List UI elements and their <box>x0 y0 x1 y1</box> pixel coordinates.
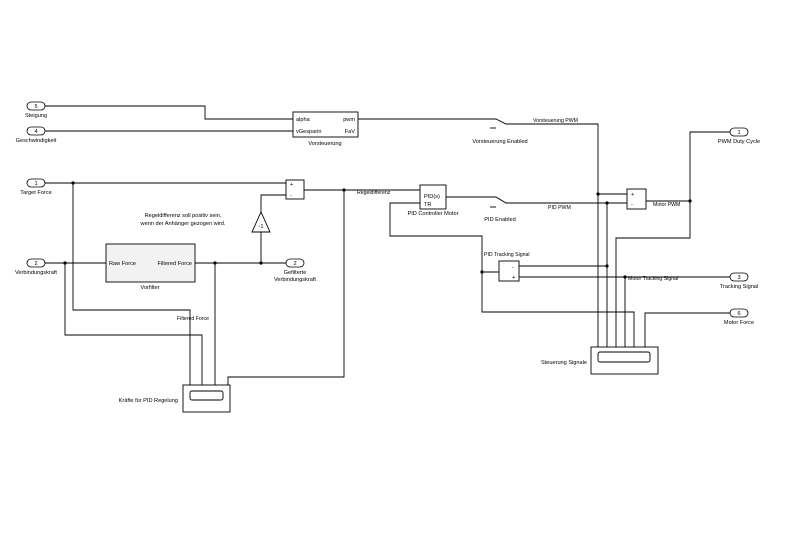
svg-text:Kräfte für PID Regelung: Kräfte für PID Regelung <box>119 398 178 404</box>
junction-dot <box>688 199 692 203</box>
wire-pid-tracking-scope <box>481 272 635 347</box>
junction-dot <box>213 261 217 265</box>
junction-dot <box>596 192 600 196</box>
svg-text:2: 2 <box>293 261 296 267</box>
svg-text:vGesparin: vGesparin <box>296 129 322 135</box>
svg-text:wenn der Anhänger gezogen wird: wenn der Anhänger gezogen wird. <box>140 221 226 227</box>
svg-text:Steuerung Signale: Steuerung Signale <box>541 360 587 366</box>
signal-label-pid-tracking-signal: PID Tracking Signal <box>484 252 530 258</box>
switch-pid-enabled[interactable]: PID Enabled <box>484 196 516 223</box>
sum-block-tracking[interactable]: - + <box>498 260 520 282</box>
svg-text:PID Controller Motor: PID Controller Motor <box>408 211 459 217</box>
junction-dot <box>259 261 263 265</box>
inport-geschwindigkeit[interactable]: 4 Geschwindigkeit <box>16 126 57 144</box>
inport-tracking-signal[interactable]: 3 Tracking Signal <box>720 272 758 290</box>
svg-text:1: 1 <box>34 181 37 187</box>
svg-text:Vorfilter: Vorfilter <box>141 285 160 291</box>
svg-text:Geschwindigkeit: Geschwindigkeit <box>16 138 57 144</box>
svg-text:TR: TR <box>424 202 431 208</box>
inport-motor-force[interactable]: 6 Motor Force <box>724 308 754 326</box>
svg-text:+: + <box>631 192 634 198</box>
switch-vorsteuerung-enabled[interactable]: Vorsteuerung Enabled <box>472 118 528 145</box>
svg-text:alpha: alpha <box>296 117 311 123</box>
svg-text:Regeldifferenz soll positiv se: Regeldifferenz soll positiv sein, <box>145 213 222 219</box>
signal-label-vorsteuerung-pwm: Vorsteuerung PWM <box>533 118 578 124</box>
junction-dot <box>605 201 609 205</box>
svg-text:6: 6 <box>737 311 740 317</box>
wire-regeldifferenz-scope <box>227 190 345 385</box>
wire-vorsteuerung-pwm <box>510 123 627 195</box>
signal-label-motor-pwm: Motor PWM <box>653 202 680 208</box>
svg-text:Vorsteuerung Enabled: Vorsteuerung Enabled <box>472 139 527 145</box>
scope-steuerung-signale[interactable]: Steuerung Signale <box>541 346 659 375</box>
junction-dot <box>71 181 75 185</box>
pid-controller-block[interactable]: PID(s) TR PID Controller Motor <box>408 184 459 217</box>
svg-text:1: 1 <box>737 130 740 136</box>
signal-label-filtered-force: Filtered Force <box>177 316 209 322</box>
junction-dot <box>342 188 346 192</box>
svg-text:2: 2 <box>34 261 37 267</box>
junction-dot <box>480 270 484 274</box>
outport-gefilterte-verbindungskraft[interactable]: 2 Gefilterte Verbindungskraft <box>274 258 316 283</box>
signal-label-regeldifferenz: Regeldifferenz <box>357 190 391 196</box>
svg-text:Vorsteuerung: Vorsteuerung <box>308 141 341 147</box>
vorfilter-subsystem[interactable]: Raw Force Filtered Force Vorfilter <box>105 243 196 291</box>
wire-verbindungskraft-scope <box>64 263 203 385</box>
svg-text:pwm: pwm <box>343 117 355 123</box>
svg-text:-: - <box>290 193 292 199</box>
svg-text:Verbindungskraft: Verbindungskraft <box>274 277 316 283</box>
inport-steigung[interactable]: 5 Steigung <box>25 101 47 119</box>
svg-text:-: - <box>631 202 633 208</box>
gain-block[interactable]: -1 <box>251 210 271 233</box>
annotation-note: Regeldifferenz soll positiv sein, wenn d… <box>140 213 226 227</box>
svg-text:Raw Force: Raw Force <box>109 261 136 267</box>
junction-dot <box>623 275 627 279</box>
wire-motor-pwm-scope <box>615 201 691 347</box>
wire-steigung <box>45 105 293 120</box>
wire-motor-pwm-out <box>689 131 730 201</box>
svg-text:PID(s): PID(s) <box>424 194 440 200</box>
sum-block-motor-pwm[interactable]: + - <box>626 188 647 210</box>
svg-text:5: 5 <box>34 104 37 110</box>
outport-pwm-duty-cycle[interactable]: 1 PWM Duty Cycle <box>718 127 760 145</box>
svg-text:-: - <box>512 265 514 271</box>
svg-text:PWM Duty Cycle: PWM Duty Cycle <box>718 139 760 145</box>
junction-dot <box>605 264 609 268</box>
wire-gain-sum1 <box>260 194 286 212</box>
signal-label-motor-tracking-signal: Motor Tracking Signal <box>628 276 678 282</box>
svg-text:Verbindungskraft: Verbindungskraft <box>15 270 57 276</box>
scope-krafte-pid[interactable]: Kräfte für PID Regelung <box>119 384 231 413</box>
svg-text:+: + <box>290 182 293 188</box>
svg-text:Target Force: Target Force <box>20 190 51 196</box>
wire-target-force-scope <box>72 183 191 385</box>
inport-verbindungskraft[interactable]: 2 Verbindungskraft <box>15 258 57 276</box>
svg-text:3: 3 <box>737 275 740 281</box>
svg-text:-1: -1 <box>259 224 264 230</box>
wire-pid-tracking <box>389 202 499 273</box>
svg-text:+: + <box>512 275 515 281</box>
wire-motor-force <box>644 312 730 347</box>
svg-text:Filtered Force: Filtered Force <box>157 261 192 267</box>
svg-text:4: 4 <box>34 129 37 135</box>
inport-target-force[interactable]: 1 Target Force <box>20 178 52 196</box>
vorsteuerung-subsystem[interactable]: alpha vGesparin pwm FaV Vorsteuerung <box>292 111 359 147</box>
junction-dot <box>63 261 67 265</box>
svg-text:Steigung: Steigung <box>25 113 47 119</box>
svg-text:FaV: FaV <box>345 129 356 135</box>
svg-text:Motor Force: Motor Force <box>724 320 754 326</box>
sum-block-regeldifferenz[interactable]: + - <box>285 179 305 200</box>
svg-text:PID Enabled: PID Enabled <box>484 217 515 223</box>
signal-label-pid-pwm: PID PWM <box>548 205 571 211</box>
svg-text:Tracking Signal: Tracking Signal <box>720 284 758 290</box>
svg-text:Gefilterte: Gefilterte <box>284 270 307 276</box>
